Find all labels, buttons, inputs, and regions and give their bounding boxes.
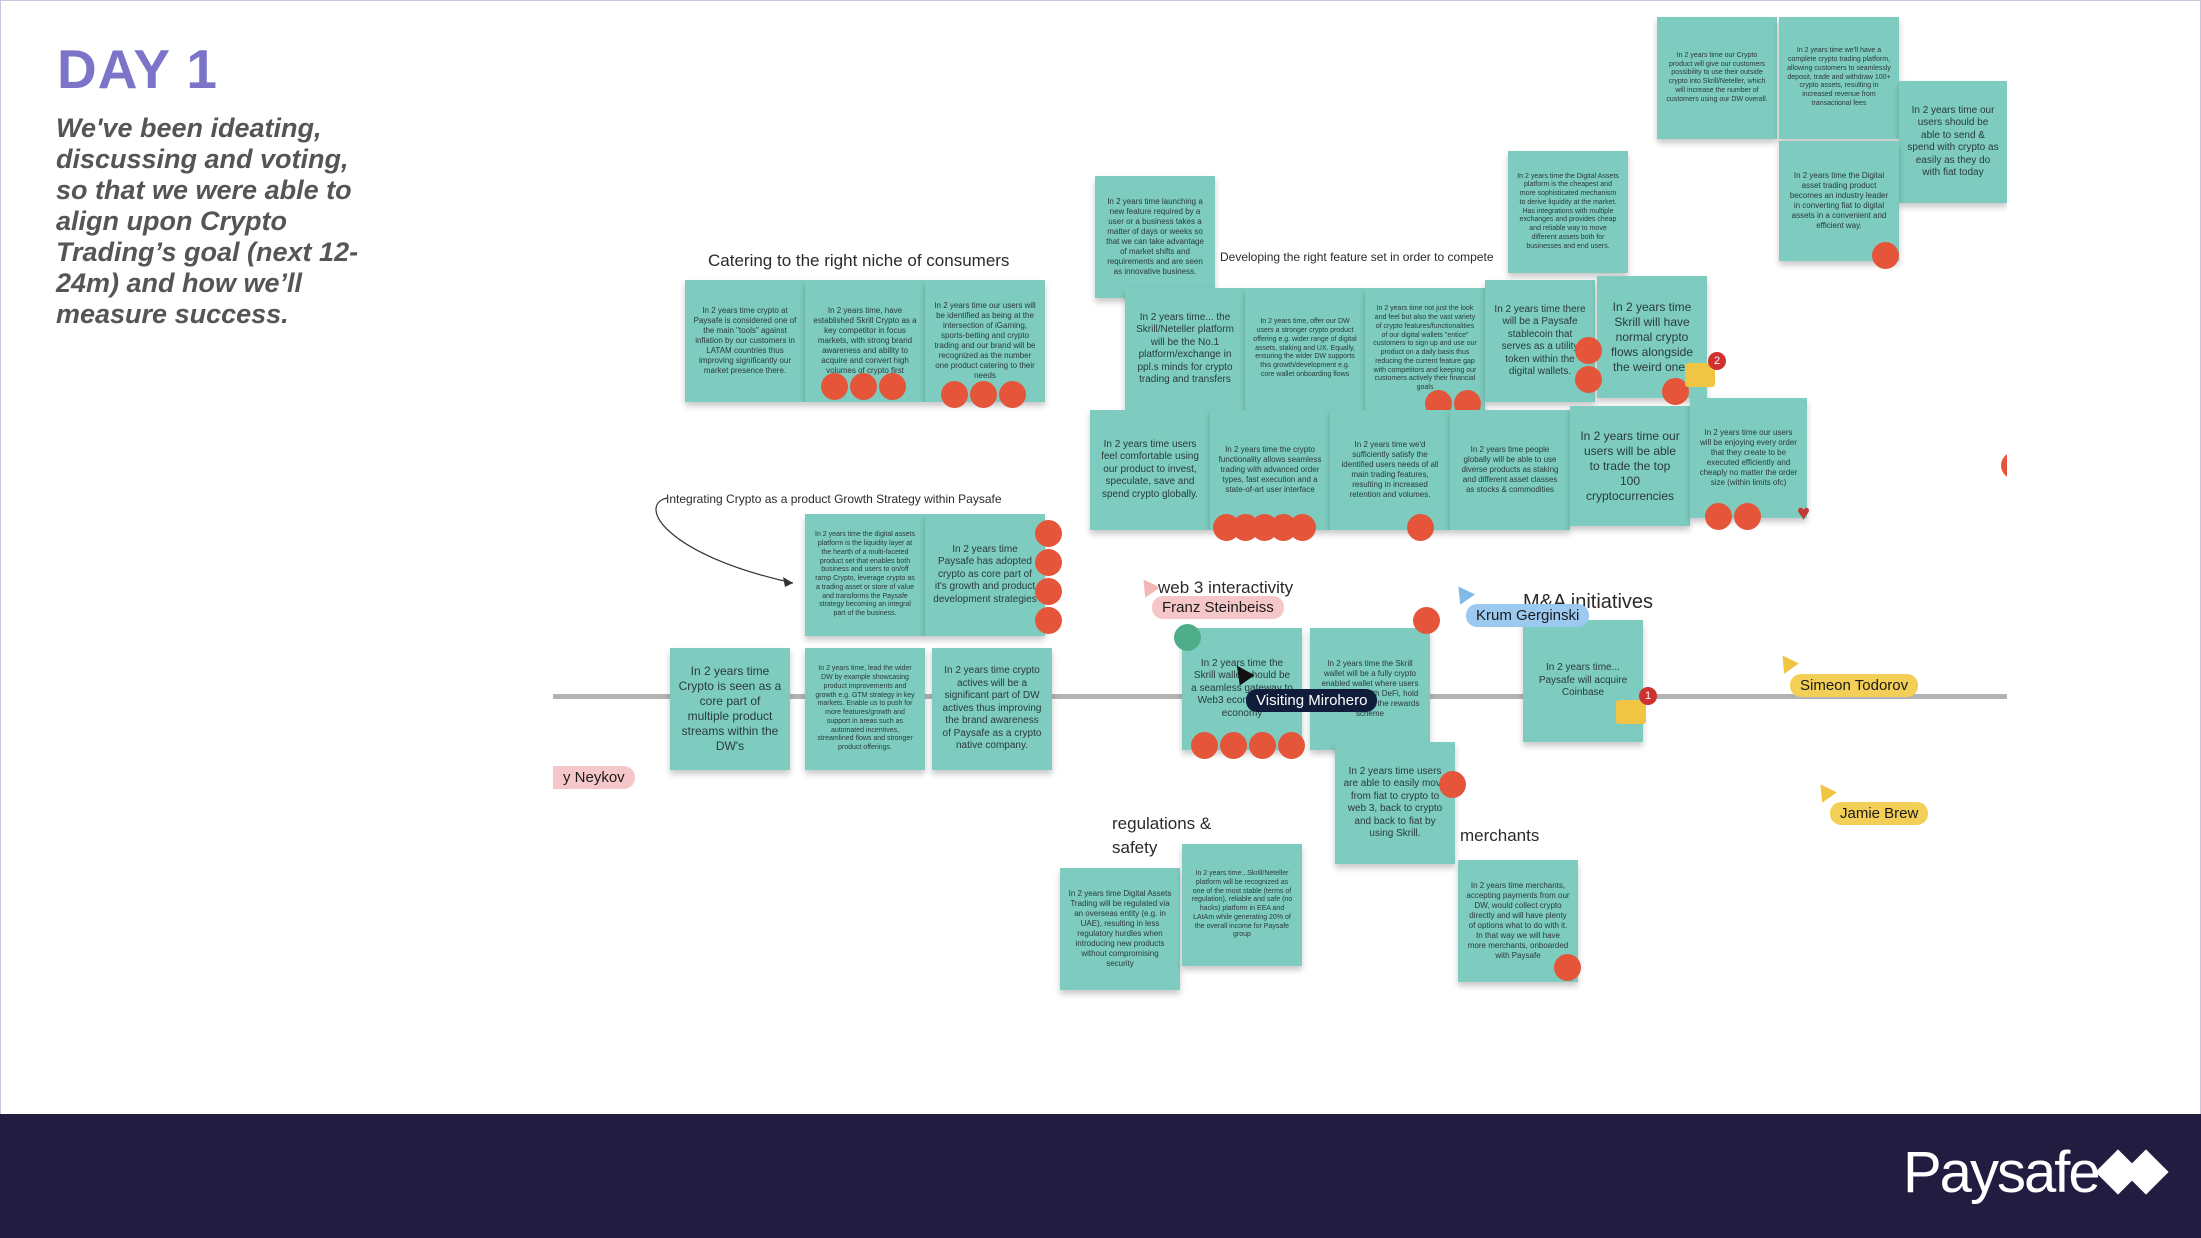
- sticky-note[interactable]: In 2 years time crypto actives will be a…: [932, 648, 1052, 770]
- sticky-note[interactable]: In 2 years time Digital Assets Trading w…: [1060, 868, 1180, 990]
- sticky-note[interactable]: In 2 years time people globally will be …: [1450, 410, 1570, 530]
- vote-dot: [941, 381, 968, 408]
- sticky-note[interactable]: In 2 years time our users will be enjoyi…: [1690, 398, 1807, 518]
- label-consumers: Catering to the right niche of consumers: [708, 251, 1010, 270]
- footer-bar: [0, 1114, 2201, 1238]
- slide: DAY 1 We've been ideating, discussing an…: [0, 0, 2201, 1115]
- sticky-note[interactable]: In 2 years time the crypto functionality…: [1210, 410, 1330, 530]
- vote-dot: [1191, 732, 1218, 759]
- collaborator-tag: Franz Steinbeiss: [1152, 596, 1284, 619]
- sticky-note[interactable]: In 2 years time the Digital asset tradin…: [1779, 141, 1899, 261]
- sticky-note[interactable]: In 2 years time our Crypto product will …: [1657, 17, 1777, 139]
- vote-dot: [1662, 378, 1689, 405]
- vote-dot: [821, 373, 848, 400]
- comment-icon[interactable]: [1616, 700, 1646, 724]
- label-merchants: merchants: [1460, 826, 1540, 845]
- sticky-note[interactable]: In 2 years time the digital assets platf…: [805, 514, 925, 636]
- vote-dot: [1249, 732, 1276, 759]
- sticky-note[interactable]: In 2 years time...Skrill/Neteller platfo…: [1182, 844, 1302, 966]
- sticky-note[interactable]: In 2 years time not just the look and fe…: [1365, 288, 1485, 410]
- sticky-note[interactable]: In 2 years time Paysafe has adopted cryp…: [925, 514, 1045, 636]
- vote-dot: [1439, 771, 1466, 798]
- vote-dot: [1220, 732, 1247, 759]
- sticky-note[interactable]: In 2 years time, offer our DW users a st…: [1245, 288, 1365, 410]
- vote-dot: [1554, 954, 1581, 981]
- cursor-icon: [1136, 574, 1160, 598]
- label-regulations: regulations & safety: [1112, 814, 1212, 857]
- sticky-note[interactable]: In 2 years time merchants, accepting pay…: [1458, 860, 1578, 982]
- sticky-note[interactable]: In 2 years time, lead the wider DW by ex…: [805, 648, 925, 770]
- comment-count-badge: 1: [1639, 687, 1657, 705]
- vote-dot: [1035, 549, 1062, 576]
- vote-dot: [2001, 452, 2007, 479]
- vote-dot: [1575, 366, 1602, 393]
- vote-dot: [1035, 578, 1062, 605]
- sticky-note[interactable]: In 2 years time crypto at Paysafe is con…: [685, 280, 805, 402]
- vote-dot: [879, 373, 906, 400]
- sticky-note[interactable]: In 2 years time our users should be able…: [1899, 81, 2007, 203]
- vote-dot: [1407, 514, 1434, 541]
- vote-dot: [970, 381, 997, 408]
- sticky-note[interactable]: In 2 years time our users will be identi…: [925, 280, 1045, 402]
- vote-dot: [1575, 337, 1602, 364]
- collaborator-tag: Simeon Todorov: [1790, 674, 1919, 697]
- vote-dot: [1035, 607, 1062, 634]
- sticky-note[interactable]: In 2 years time the Digital Assets platf…: [1508, 151, 1628, 273]
- vote-dot: [999, 381, 1026, 408]
- vote-dot: [1705, 503, 1732, 530]
- collaborator-tag: Krum Gerginski: [1466, 604, 1590, 627]
- vote-dot: [1035, 520, 1062, 547]
- whiteboard-screenshot: Catering to the right niche of consumers…: [553, 1, 2007, 1011]
- label-growth: Integrating Crypto as a product Growth S…: [666, 492, 1002, 506]
- cursor-icon: [1775, 650, 1799, 674]
- sticky-note[interactable]: In 2 years time users are able to easily…: [1335, 742, 1455, 864]
- visiting-tag: Visiting Mirohero: [1246, 689, 1378, 712]
- sticky-note[interactable]: In 2 years time our users will be able t…: [1570, 406, 1690, 526]
- sticky-note[interactable]: In 2 years time Crypto is seen as a core…: [670, 648, 790, 770]
- slide-subtitle: We've been ideating, discussing and voti…: [56, 113, 359, 329]
- slide-title: DAY 1: [57, 38, 218, 100]
- sticky-note[interactable]: In 2 years time... the Skrill/Neteller p…: [1125, 288, 1245, 410]
- vote-dot: [1734, 503, 1761, 530]
- cursor-icon: [1451, 581, 1475, 605]
- vote-dot: [850, 373, 877, 400]
- vote-dot: [1872, 242, 1899, 269]
- collaborator-tag: y Neykov: [553, 766, 635, 789]
- comment-count-badge: 2: [1708, 352, 1726, 370]
- vote-dot: [1278, 732, 1305, 759]
- paysafe-logo: Paysafe: [1903, 1140, 2101, 1205]
- sticky-note[interactable]: In 2 years time launching a new feature …: [1095, 176, 1215, 298]
- sticky-note[interactable]: In 2 years time we'll have a complete cr…: [1779, 17, 1899, 139]
- vote-dot: [1174, 624, 1201, 651]
- vote-dot: [1289, 514, 1316, 541]
- vote-dot: [1413, 607, 1440, 634]
- sticky-note[interactable]: In 2 years time users feel comfortable u…: [1090, 410, 1210, 530]
- label-features: Developing the right feature set in orde…: [1220, 250, 1494, 264]
- sticky-note[interactable]: In 2 years time we'd sufficiently satisf…: [1330, 410, 1450, 530]
- curved-arrow: [655, 497, 794, 587]
- heart-icon: ♥: [1797, 500, 1811, 525]
- cursor-icon: [1813, 779, 1837, 803]
- collaborator-tag: Jamie Brew: [1830, 802, 1929, 825]
- label-web3: web 3 interactivity: [1158, 578, 1294, 597]
